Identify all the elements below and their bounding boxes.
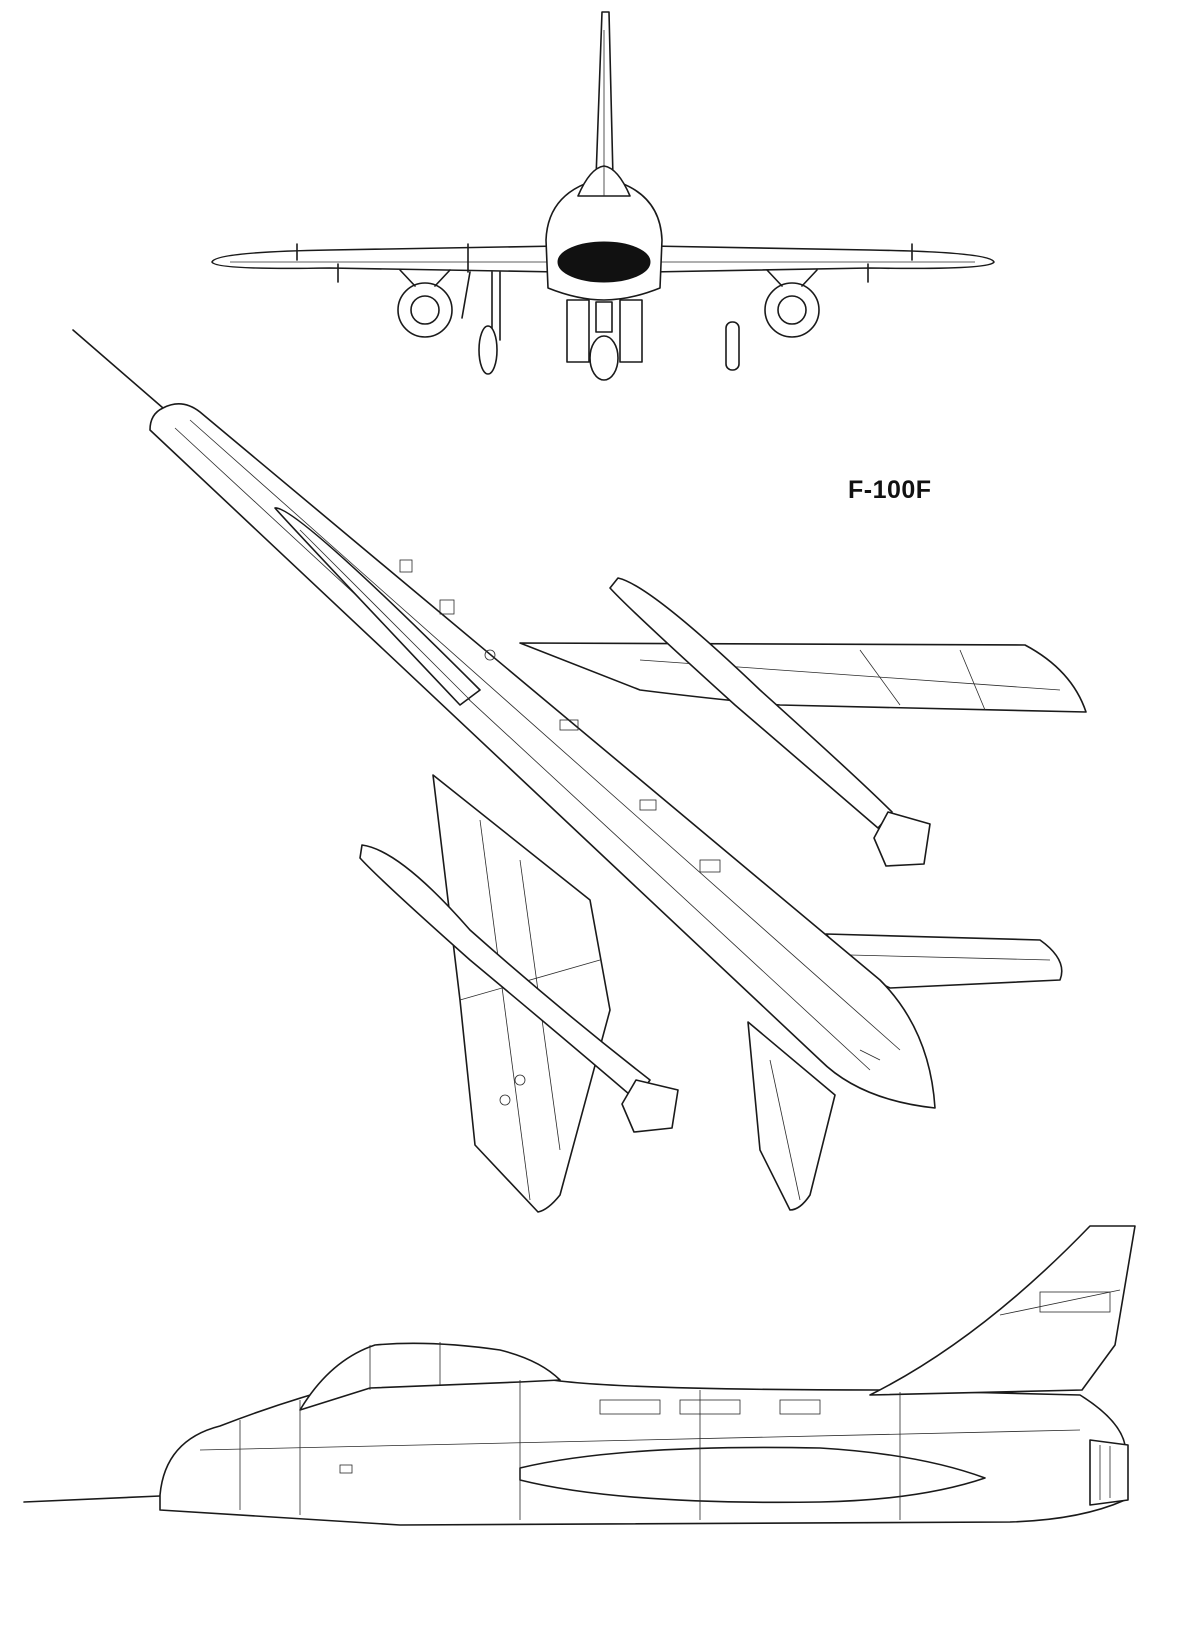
front-view	[211, 11, 995, 381]
aircraft-designation-label: F-100F	[848, 476, 932, 504]
top-view	[72, 329, 1087, 1213]
side-view	[23, 1225, 1136, 1526]
